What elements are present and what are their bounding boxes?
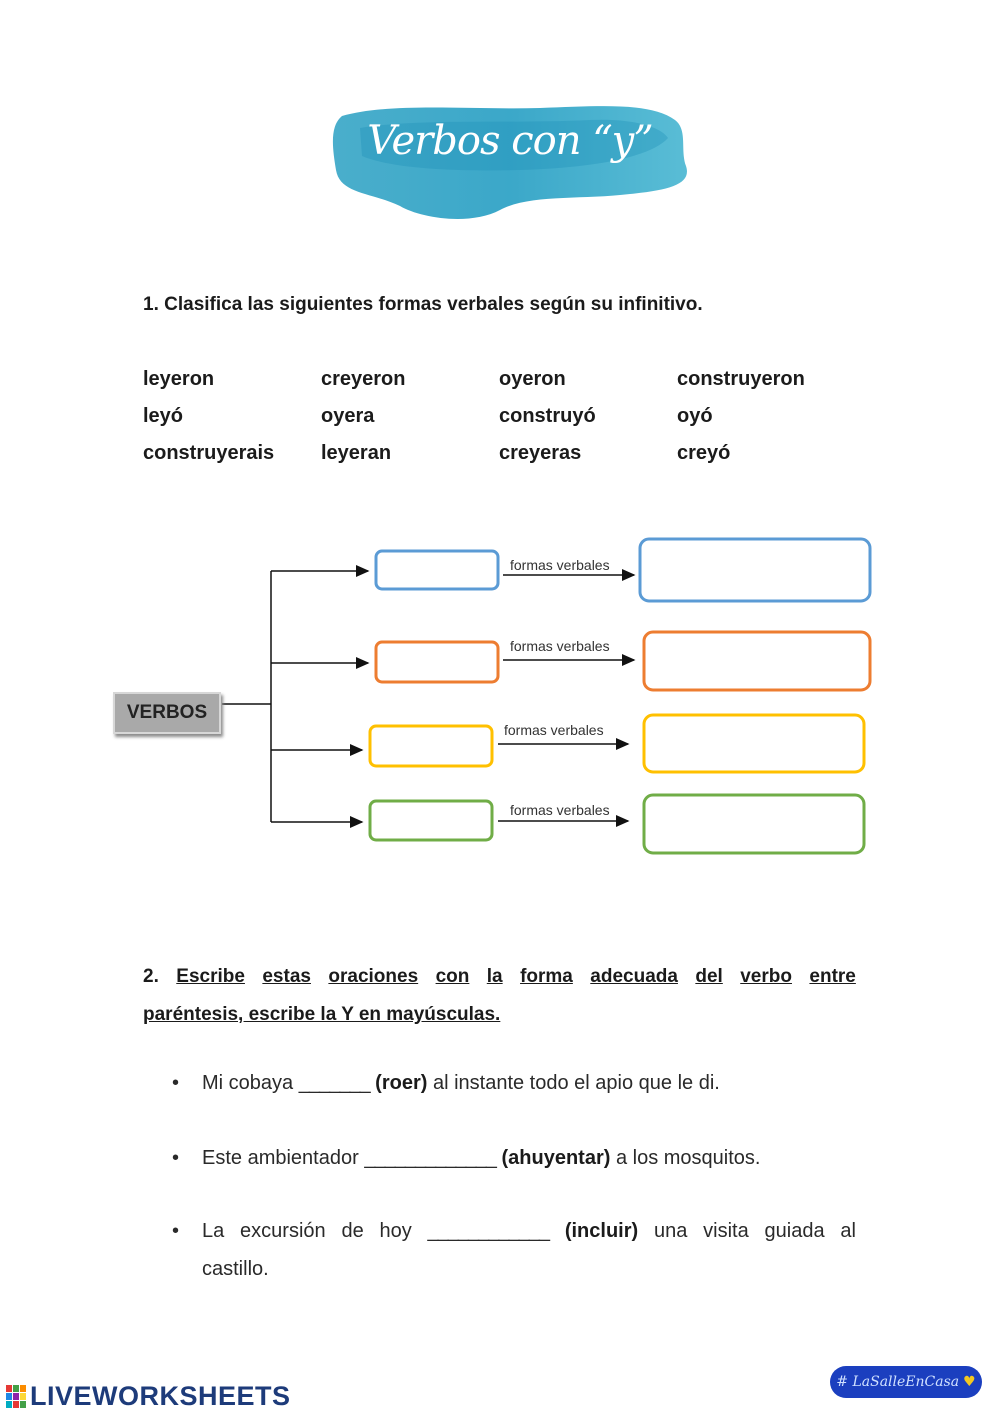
verb-word: creyeron (321, 368, 406, 390)
sentence-word: visita (703, 1220, 749, 1242)
bullet-dot: • (172, 1147, 180, 1169)
heading-word: verbo (740, 966, 792, 987)
forms-box-green (642, 793, 866, 855)
bullet-dot: • (172, 1072, 180, 1094)
verb-word: construyeron (677, 368, 805, 390)
sentence-text: al instante todo el apio que le di. (432, 1072, 720, 1094)
sentence-word: una (653, 1220, 688, 1242)
answer-blank[interactable]: _______ (298, 1072, 371, 1094)
heading-word: entre (809, 966, 856, 987)
sentence-text: Mi cobaya (202, 1072, 294, 1094)
bullet-dot: • (172, 1220, 180, 1242)
verb-hint: (incluir) (564, 1220, 639, 1242)
sentence-word: hoy (379, 1220, 412, 1242)
heading-word: del (695, 966, 723, 987)
heading-word: adecuada (590, 966, 678, 987)
question-2-line-1: 2. Escribe estas oraciones con la forma … (143, 958, 856, 996)
question-2-number: 2. (143, 966, 159, 987)
verb-word: construyó (499, 405, 596, 427)
sentence-text: a los mosquitos. (615, 1147, 761, 1169)
sentence-word: al (840, 1220, 856, 1242)
sentence-item: • Este ambientador _____________ (ahuyen… (172, 1139, 856, 1177)
infinitive-box-orange (374, 640, 500, 684)
verb-word: oyera (321, 405, 375, 427)
verb-word: leyeran (321, 442, 392, 464)
heading-word: estas (262, 966, 311, 987)
verb-word: oyó (677, 405, 713, 427)
sentence-word: de (341, 1220, 364, 1242)
forms-box-blue (638, 537, 872, 603)
branch-label: formas verbales (504, 722, 604, 738)
badge-text: # LaSalleEnCasa (836, 1374, 960, 1390)
infinitive-box-green (368, 799, 494, 842)
answer-blank[interactable]: _____________ (364, 1147, 497, 1169)
sentence-word: excursión (240, 1220, 326, 1242)
heading-word: Escribe (176, 966, 245, 987)
question-2-heading: 2. Escribe estas oraciones con la forma … (143, 958, 856, 1034)
page-title: Verbos con “y” (367, 118, 653, 164)
sentence-word: guiada (764, 1220, 825, 1242)
sentence-text: castillo. (202, 1258, 269, 1280)
forms-box-orange (642, 630, 872, 692)
infinitive-box-yellow (368, 724, 494, 768)
verbos-root-box: VERBOS (113, 692, 221, 734)
liveworksheets-logo-icon (6, 1384, 26, 1408)
sentence-line: La excursión de hoy ____________ (inclui… (202, 1212, 856, 1250)
sentence-word: La (202, 1220, 225, 1242)
heading-word: forma (520, 966, 573, 987)
verb-word: creyó (677, 442, 731, 464)
verb-hint: (roer) (375, 1072, 428, 1094)
branch-label: formas verbales (510, 638, 610, 654)
sentence-text: Este ambientador (202, 1147, 359, 1169)
heading-word: oraciones (328, 966, 419, 987)
branch-label: formas verbales (510, 802, 610, 818)
question-1-heading: 1. Clasifica las siguientes formas verba… (143, 294, 703, 315)
verb-word: leyó (143, 405, 184, 427)
question-2-line-2: paréntesis, escribe la Y en mayúsculas. (143, 1004, 501, 1025)
lasalle-badge: # LaSalleEnCasa ♥ (830, 1366, 982, 1398)
heart-icon: ♥ (963, 1374, 976, 1390)
verb-word: construyerais (143, 442, 275, 464)
verb-hint: (ahuyentar) (501, 1147, 611, 1169)
sentence-item: • Mi cobaya _______ (roer) al instante t… (172, 1064, 856, 1102)
liveworksheets-logo[interactable]: LIVEWORKSHEETS (6, 1381, 291, 1412)
heading-word: la (486, 966, 503, 987)
title-watercolor-banner (332, 106, 687, 219)
infinitive-box-blue (374, 549, 500, 591)
verb-word: creyeras (499, 442, 582, 464)
verb-word: oyeron (499, 368, 566, 390)
heading-word: con (435, 966, 470, 987)
sentence-item: • La excursión de hoy ____________ (incl… (172, 1212, 856, 1288)
verb-word: leyeron (143, 368, 215, 390)
forms-box-yellow (642, 713, 866, 774)
liveworksheets-logo-text: LIVEWORKSHEETS (30, 1381, 291, 1411)
answer-blank[interactable]: ____________ (427, 1220, 550, 1242)
branch-label: formas verbales (510, 557, 610, 573)
